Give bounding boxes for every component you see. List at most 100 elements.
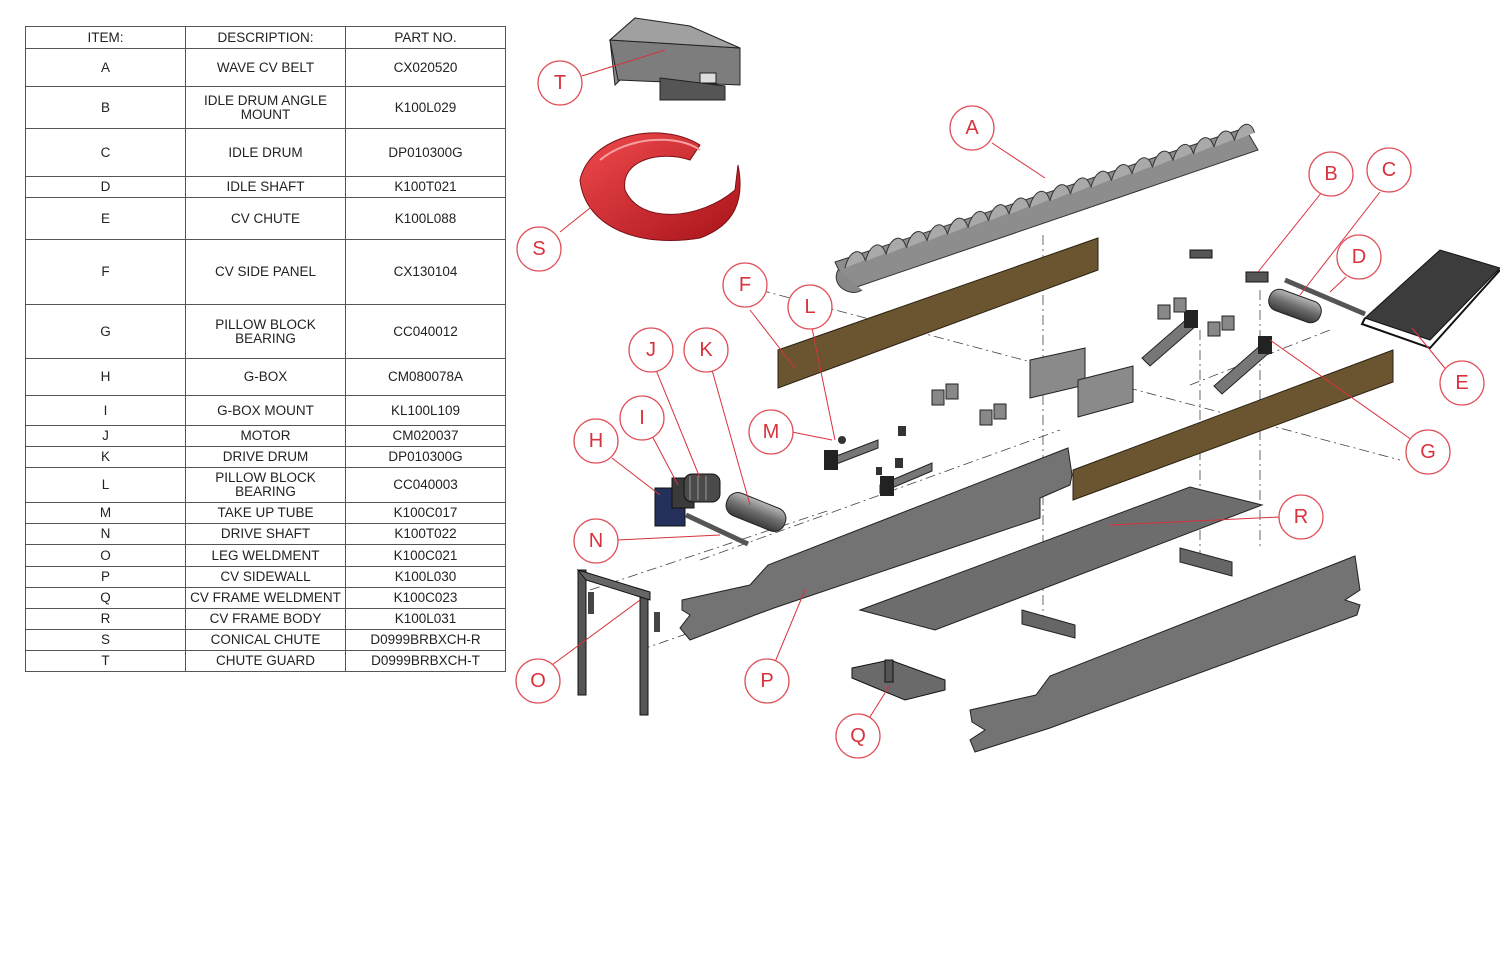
cv-chute-part	[1360, 249, 1500, 350]
side-panel-upper-part	[777, 237, 1099, 389]
cell-item: B	[25, 86, 186, 129]
svg-text:C: C	[1382, 159, 1396, 181]
belt-cleat	[947, 217, 968, 235]
svg-text:E: E	[1455, 372, 1468, 394]
svg-text:L: L	[804, 296, 815, 318]
balloon-J: J	[628, 327, 674, 373]
balloon-R: R	[1278, 494, 1324, 540]
cv-frame-weldment-part	[851, 659, 946, 701]
belt-cleat	[885, 237, 907, 255]
cell-description: MOTOR	[185, 425, 346, 447]
conical-chute-part	[579, 132, 741, 241]
balloon-O: O	[515, 658, 561, 704]
cell-description: IDLE DRUM	[185, 128, 346, 177]
balloon-D: D	[1336, 234, 1382, 280]
svg-text:S: S	[532, 238, 545, 260]
cell-description: CONICAL CHUTE	[185, 629, 346, 651]
svg-text:A: A	[965, 117, 979, 139]
cell-part-no: CX020520	[345, 48, 506, 87]
cell-description: IDLE DRUM ANGLE MOUNT	[185, 86, 346, 129]
cell-item: C	[25, 128, 186, 177]
mount-plates	[931, 347, 1134, 426]
belt-cleat	[844, 251, 866, 269]
pillow-block-bearing-drive-part	[824, 426, 933, 496]
svg-text:Q: Q	[850, 725, 866, 747]
svg-text:I: I	[639, 407, 645, 429]
belt-cleat	[1193, 137, 1214, 155]
balloon-P: P	[744, 658, 790, 704]
motor-gearbox-assembly	[654, 473, 721, 527]
balloon-B: B	[1308, 151, 1354, 197]
cv-sidewall-lower-part	[969, 555, 1361, 753]
cell-description: IDLE SHAFT	[185, 176, 346, 198]
pillow-block-bearing-idle-part	[1141, 297, 1272, 395]
svg-text:F: F	[739, 274, 751, 296]
belt-cleat	[967, 210, 989, 228]
belt-cleat	[1070, 177, 1091, 195]
balloon-Q: Q	[835, 713, 881, 759]
svg-text:B: B	[1324, 163, 1337, 185]
cell-part-no: K100L029	[345, 86, 506, 129]
belt-cleat	[1213, 130, 1235, 148]
balloon-H: H	[573, 418, 619, 464]
part-balloons: A B C D E F G H I J K L M N O P Q R S T	[515, 60, 1485, 759]
belt-cleat	[1049, 184, 1071, 202]
cell-part-no: K100C021	[345, 544, 506, 567]
svg-text:R: R	[1294, 506, 1308, 528]
belt-cleat	[1090, 170, 1112, 188]
cell-description: CV SIDEWALL	[185, 566, 346, 588]
belt-cleat	[1008, 197, 1030, 215]
cell-item: G	[25, 304, 186, 359]
drive-drum-part	[725, 492, 787, 532]
balloon-L: L	[787, 284, 833, 330]
belt-cleat	[926, 224, 948, 242]
cell-part-no: K100L088	[345, 197, 506, 240]
belt-cleat	[1234, 123, 1255, 141]
chute-guard-part	[608, 16, 741, 101]
belt-cleat	[906, 231, 927, 249]
svg-text:M: M	[763, 421, 780, 443]
svg-text:D: D	[1352, 246, 1366, 268]
cell-part-no: D0999BRBXCH-T	[345, 650, 506, 672]
balloon-F: F	[722, 262, 768, 308]
cell-part-no: CX130104	[345, 239, 506, 305]
cell-part-no: CM080078A	[345, 358, 506, 396]
belt-cleat	[1029, 190, 1050, 208]
balloon-E: E	[1439, 360, 1485, 406]
cell-part-no: DP010300G	[345, 446, 506, 468]
cell-description: LEG WELDMENT	[185, 544, 346, 567]
idle-shaft-part	[1284, 277, 1366, 317]
svg-text:O: O	[530, 670, 546, 692]
cross-members	[1021, 547, 1233, 639]
cv-sidewall-upper-part	[679, 447, 1073, 641]
cell-item: H	[25, 358, 186, 396]
cell-part-no: CC040003	[345, 467, 506, 503]
cell-part-no: K100C023	[345, 587, 506, 609]
cell-part-no: CC040012	[345, 304, 506, 359]
cell-description: PILLOW BLOCK BEARING	[185, 467, 346, 503]
wave-belt-part	[834, 123, 1259, 293]
svg-text:T: T	[554, 72, 566, 94]
belt-cleat	[988, 204, 1009, 222]
cell-description: WAVE CV BELT	[185, 48, 346, 87]
belt-cleat	[1152, 150, 1173, 168]
balloon-M: M	[748, 409, 794, 455]
leg-weldment-part	[576, 569, 660, 716]
